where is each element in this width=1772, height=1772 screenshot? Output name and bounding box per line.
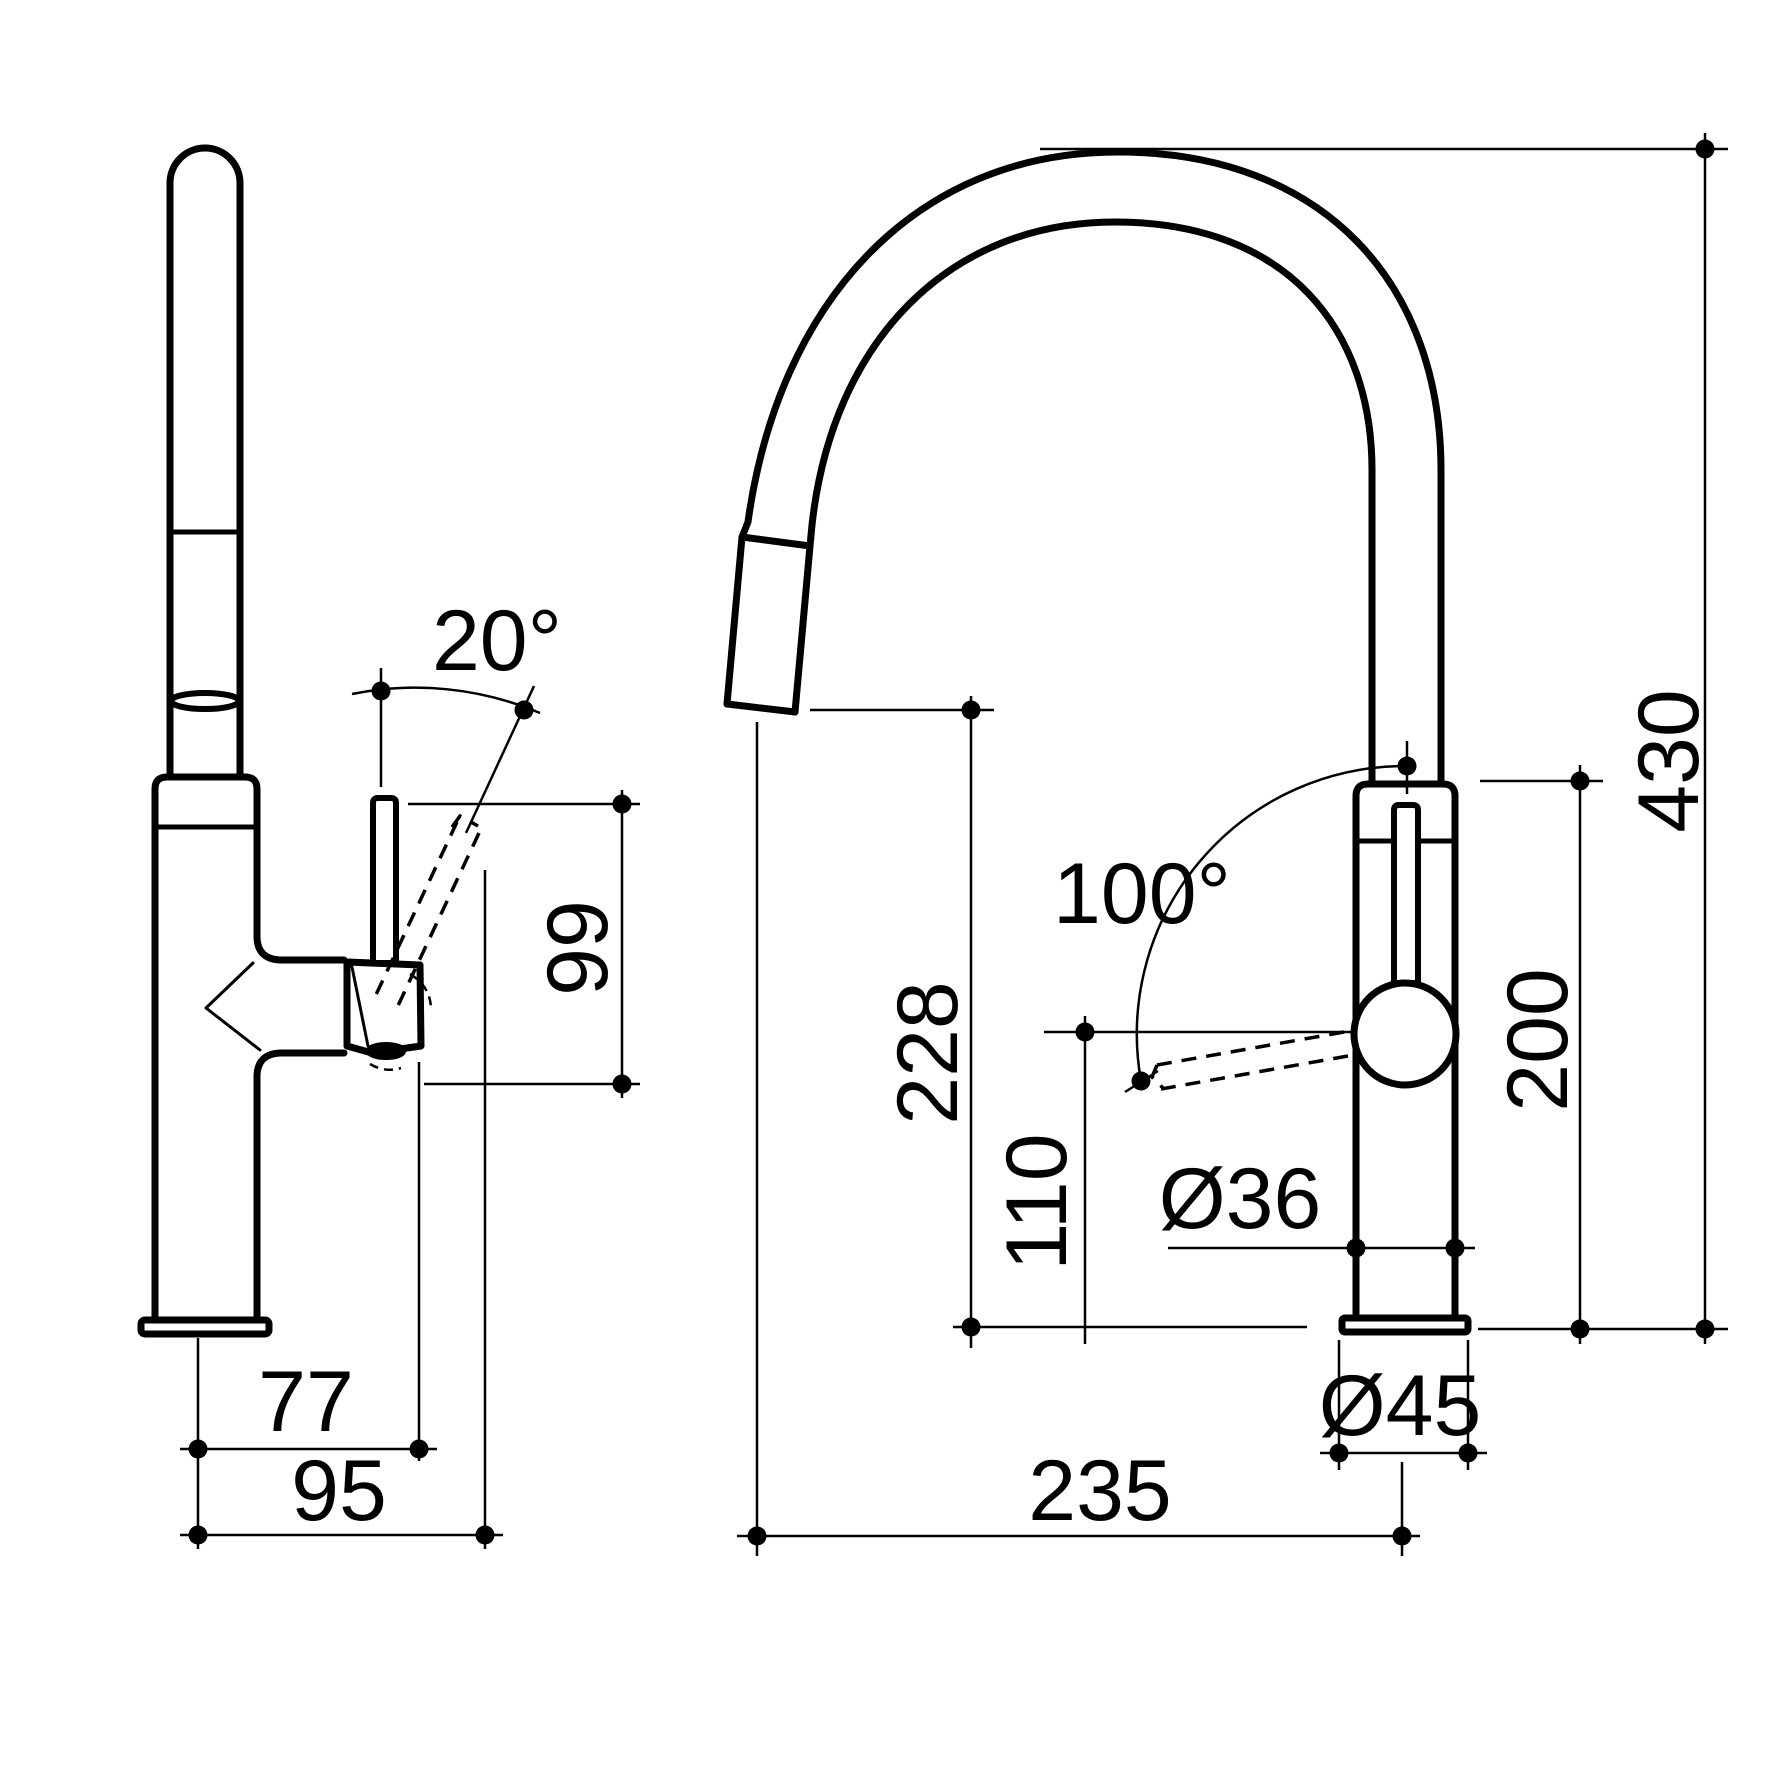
side-handle-rod bbox=[370, 795, 399, 966]
dim-dot bbox=[961, 700, 981, 720]
dim-dot bbox=[612, 1074, 632, 1094]
dim-horizontal-offsets: 77 95 bbox=[180, 870, 503, 1549]
dim-dot bbox=[961, 1317, 981, 1337]
dim-spout-reach: 235 bbox=[737, 722, 1420, 1556]
side-handle-base-edge bbox=[350, 965, 370, 1048]
dim-dot bbox=[1346, 1238, 1366, 1258]
dim-handle-swing-angle: 100° bbox=[1053, 741, 1417, 1094]
front-spray-head-tip bbox=[723, 700, 799, 716]
dim-dot bbox=[612, 794, 632, 814]
dim-label-spout-outlet-height: 228 bbox=[880, 981, 976, 1125]
dim-label-handle-length: 99 bbox=[530, 900, 626, 996]
dim-dot bbox=[1329, 1443, 1349, 1463]
dim-dot bbox=[188, 1525, 208, 1545]
front-spray-head-joint bbox=[738, 533, 814, 550]
dim-base-diameter: Ø45 bbox=[1319, 1340, 1487, 1470]
dim-label-centre-to-handle-open: 95 bbox=[291, 1443, 387, 1539]
side-handle-base-dashed-arc-bottom bbox=[369, 1062, 402, 1072]
dim-dot bbox=[1695, 139, 1715, 159]
front-handle-open-dashed bbox=[1149, 1030, 1349, 1091]
front-body-outline bbox=[1352, 780, 1459, 1322]
front-view: 100° 228 110 Ø36 bbox=[723, 133, 1728, 1556]
dim-dot bbox=[514, 700, 534, 720]
dim-label-handle-pivot-height: 110 bbox=[989, 1133, 1085, 1270]
side-spray-head-collar bbox=[168, 690, 242, 712]
angle-arc-100 bbox=[1135, 764, 1406, 1082]
dim-body-height: 200 bbox=[1480, 765, 1603, 1344]
dim-dot bbox=[1075, 1022, 1095, 1042]
dim-handle-pivot-height: 110 bbox=[989, 1016, 1352, 1344]
dim-label-body-diameter: Ø36 bbox=[1159, 1151, 1322, 1247]
dim-dot bbox=[1570, 1319, 1590, 1339]
side-spout-tube bbox=[166, 144, 244, 781]
dim-handle-length: 99 bbox=[408, 790, 640, 1098]
dim-dot bbox=[1397, 756, 1417, 776]
dim-dot bbox=[1570, 771, 1590, 791]
dim-spout-outlet-height: 228 bbox=[810, 696, 994, 1348]
dim-dot bbox=[1458, 1443, 1478, 1463]
angle-ref-tick bbox=[1124, 1069, 1159, 1094]
front-gooseneck-outer bbox=[723, 148, 1445, 788]
front-base-flange bbox=[1338, 1314, 1472, 1336]
side-base-flange bbox=[137, 1316, 273, 1338]
dim-label-body-height: 200 bbox=[1490, 968, 1586, 1112]
front-gooseneck-inner bbox=[791, 218, 1376, 788]
dim-body-diameter: Ø36 bbox=[1159, 1151, 1475, 1258]
dim-label-overall-height: 430 bbox=[1621, 689, 1717, 833]
dim-dot bbox=[1392, 1526, 1412, 1546]
dim-label-handle-swing-angle: 100° bbox=[1053, 846, 1231, 942]
dim-label-handle-tilt-angle: 20° bbox=[432, 593, 562, 689]
front-handle-pivot bbox=[1350, 979, 1460, 1089]
dim-label-base-diameter: Ø45 bbox=[1319, 1358, 1482, 1454]
side-handle-base-cap bbox=[366, 1042, 406, 1060]
dim-label-spout-reach: 235 bbox=[1028, 1443, 1172, 1539]
dim-handle-tilt-angle: 20° bbox=[351, 593, 562, 834]
side-handle-base bbox=[343, 958, 425, 1057]
dim-dot bbox=[371, 681, 391, 701]
side-view: 20° 99 77 95 bbox=[137, 144, 640, 1549]
dim-dot bbox=[475, 1525, 495, 1545]
dim-dot bbox=[188, 1439, 208, 1459]
front-handle-rod bbox=[1391, 802, 1421, 986]
dim-dot bbox=[1445, 1238, 1465, 1258]
dim-dot bbox=[409, 1439, 429, 1459]
dim-dot bbox=[747, 1526, 767, 1546]
side-body-outline bbox=[151, 773, 348, 1326]
side-body-section-mark bbox=[204, 961, 262, 1052]
dim-overall-height: 430 bbox=[1040, 133, 1728, 1344]
dim-label-centre-to-handle-tip: 77 bbox=[258, 1354, 354, 1450]
dim-dot bbox=[1695, 1319, 1715, 1339]
